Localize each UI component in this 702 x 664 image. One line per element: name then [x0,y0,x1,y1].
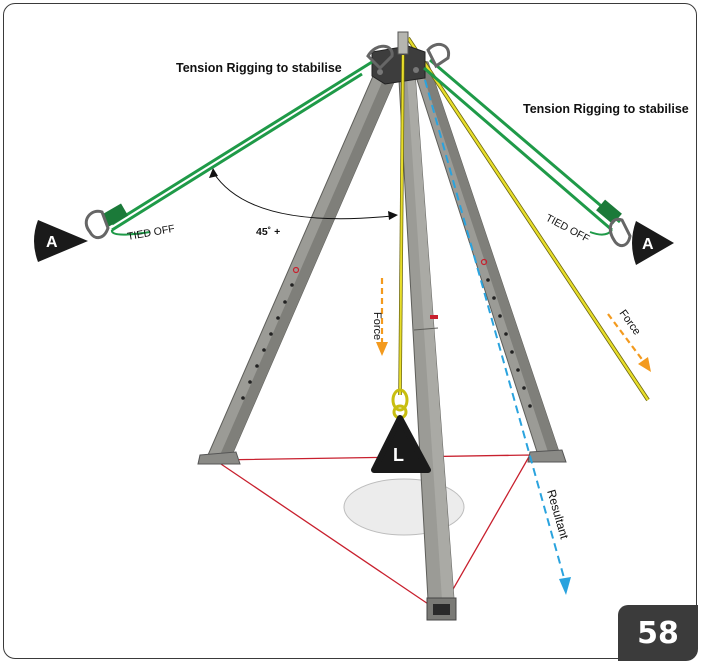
tripod-leg-front [397,59,457,621]
page-number-badge: 58 [618,605,698,661]
load-label: L [393,445,404,465]
diagram-frame [3,3,697,659]
force-arrow-left [376,278,388,356]
anchor-left-label: A [46,234,58,251]
tension-rigging-left [84,44,394,239]
tension-rigging-right [423,42,632,247]
anchor-marker-left: A [34,220,88,262]
tension-label-right: Tension Rigging to stabilise [523,102,689,116]
base-rope [214,454,532,613]
resultant-arrow [424,79,571,595]
tied-off-label-right: TIED OFF [544,212,592,245]
tied-off-label-left: TIED OFF [126,223,175,243]
anchor-right-label: A [642,236,654,253]
tripod-leg-left [197,59,401,465]
force-label-right: Force [617,308,643,338]
force-arrow-right [607,313,651,372]
force-label-left: Force [371,312,383,340]
tripod-head [371,31,426,85]
angle-arc [209,168,398,220]
load-marker: L [371,415,431,473]
anchor-marker-right: A [632,221,674,265]
tension-label-left: Tension Rigging to stabilise [176,61,342,75]
angle-label: 45˚ + [256,226,280,238]
resultant-label: Resultant [544,488,572,541]
